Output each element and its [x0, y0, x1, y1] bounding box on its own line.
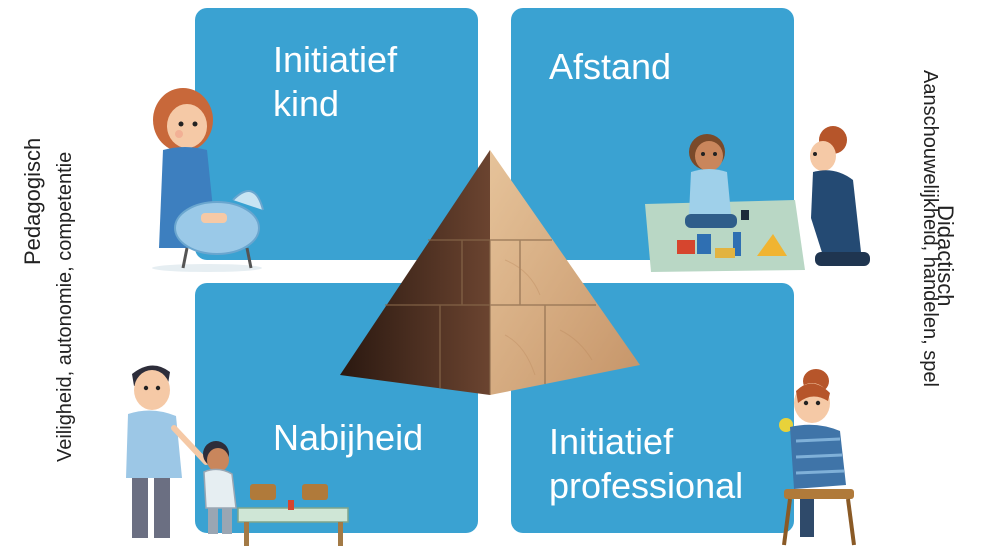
- label-initiatief-kind: Initiatief kind: [273, 39, 398, 124]
- professional-on-chair-illustration: [779, 369, 856, 546]
- label-nabijheid: Nabijheid: [273, 417, 424, 458]
- label-afstand: Afstand: [549, 46, 672, 87]
- right-axis-subtitle: Aanschouwelijkheid, handelen, spel: [919, 70, 941, 387]
- left-axis-subtitle: Veiligheid, autonomie, competentie: [54, 151, 76, 462]
- child-mother-playing-illustration: [645, 126, 870, 272]
- wooden-block-pyramid-image: [340, 150, 640, 395]
- father-toddler-table-illustration: [126, 365, 349, 546]
- label-initiatief-professional: Initiatief professional: [549, 421, 744, 506]
- left-axis-title: Pedagogisch: [20, 137, 45, 265]
- mother-with-crib-illustration: [152, 88, 264, 272]
